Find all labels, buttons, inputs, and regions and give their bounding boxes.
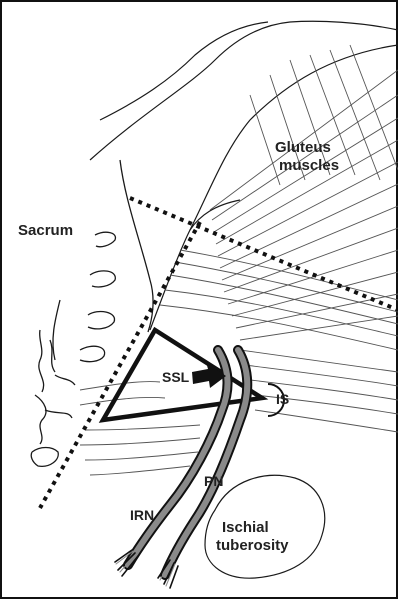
dotted-line-lower [40,222,200,508]
label-sacrum: Sacrum [18,222,73,239]
label-gluteus-line2: muscles [279,157,339,174]
label-pn: PN [204,473,223,489]
gluteus-outline [90,21,398,330]
label-ischial-line1: Ischial [222,519,269,536]
label-ischial-line2: tuberosity [216,537,289,554]
label-is: IS [276,391,289,407]
sacrum-outline [31,160,153,466]
label-gluteus-line1: Gluteus [275,139,331,156]
gluteus-fibers [210,45,398,340]
label-irn: IRN [130,507,154,523]
label-ssl: SSL [162,369,190,385]
